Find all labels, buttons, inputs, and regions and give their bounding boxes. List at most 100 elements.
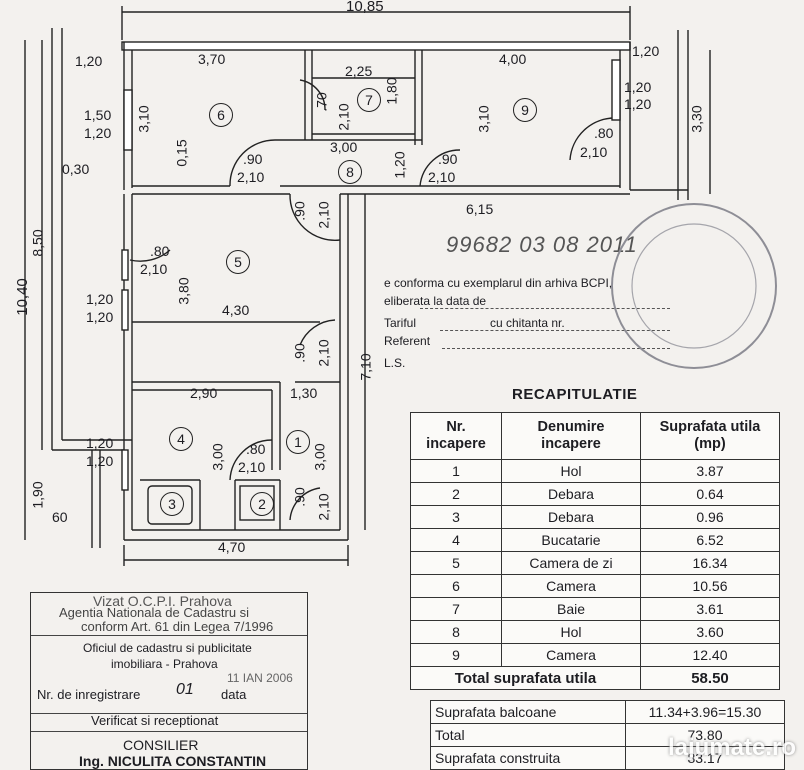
office-viz: Vizat O.C.P.I. Prahova <box>93 593 232 609</box>
stamp-divider <box>440 330 670 331</box>
dim-label: 1,80 <box>383 77 400 105</box>
dim-label: 1,20 <box>624 96 652 112</box>
dim-label: 2,10 <box>580 144 608 160</box>
box-divider <box>31 713 307 714</box>
office-nr-label: Nr. de inregistrare <box>37 687 141 702</box>
office-consilier: CONSILIER <box>123 737 199 753</box>
dim-label: 1,20 <box>624 79 652 95</box>
room-number-8: 8 <box>338 160 362 184</box>
dim-label: 2,90 <box>190 385 218 401</box>
dim-label: 2,10 <box>238 459 266 475</box>
room-number-3: 3 <box>160 492 184 516</box>
stamp-divider <box>442 348 670 349</box>
room-area-cell: 3.60 <box>640 620 780 644</box>
stamp-number: 99682 03 08 2011 <box>446 232 638 257</box>
room-number-5: 5 <box>226 250 250 274</box>
room-name-cell: Camera de zi <box>501 551 641 575</box>
room-name-cell: Camera <box>501 643 641 667</box>
balcoane-label: Suprafata balcoane <box>430 700 626 724</box>
construita-value: 83.17 <box>625 746 785 770</box>
dim-label: .90 <box>438 151 458 167</box>
dim-label: 6,15 <box>466 201 494 217</box>
room-nr-cell: 1 <box>410 459 502 483</box>
dim-label: 2,10 <box>335 103 352 131</box>
dim-label: 3,80 <box>175 277 192 305</box>
total-util-label: Total suprafata utila <box>410 666 641 690</box>
room-name-cell: Hol <box>501 459 641 483</box>
table-row: Suprafata balcoane 11.34+3.96=15.30 <box>430 700 785 724</box>
room-area-cell: 16.34 <box>640 551 780 575</box>
total-util-row: Total suprafata utila 58.50 <box>410 666 780 690</box>
stamp-line: eliberata la data de <box>384 294 487 308</box>
dim-label: 2,10 <box>237 169 265 185</box>
dim-label: 1,20 <box>86 309 114 325</box>
dim-label: 2,10 <box>315 339 332 367</box>
col-header: Denumire incapere <box>501 412 641 460</box>
dim-label: 1,20 <box>632 43 660 59</box>
dim-label: 4,30 <box>222 302 250 318</box>
office-ing: Ing. NICULITA CONSTANTIN <box>79 753 267 769</box>
dim-label: 3,10 <box>135 105 152 133</box>
room-area-cell: 10.56 <box>640 574 780 598</box>
office-verificat: Verificat si receptionat <box>91 713 219 728</box>
dim-label: 2,10 <box>140 261 168 277</box>
dim-label: 1,20 <box>86 435 114 451</box>
dim-label: 3,30 <box>688 105 705 133</box>
dim-label: 4,70 <box>218 539 246 555</box>
col-header: Suprafata utila (mp) <box>640 412 780 460</box>
room-name-cell: Baie <box>501 597 641 621</box>
room-number-6: 6 <box>209 103 233 127</box>
dim-label: 2,10 <box>315 493 332 521</box>
dim-label: 1,20 <box>86 291 114 307</box>
room-nr-cell: 6 <box>410 574 502 598</box>
archive-stamp: 99682 03 08 2011 e conforma cu exemplaru… <box>380 228 690 378</box>
room-nr-cell: 7 <box>410 597 502 621</box>
dim-label: 3,00 <box>330 139 358 155</box>
stamp-line: Referent <box>384 334 431 348</box>
room-area-cell: 3.61 <box>640 597 780 621</box>
room-area-cell: 0.96 <box>640 505 780 529</box>
room-nr-cell: 5 <box>410 551 502 575</box>
stamp-line: L.S. <box>384 356 406 370</box>
overall-height-dim: 10,40 <box>13 278 31 316</box>
box-divider <box>31 731 307 732</box>
dim-label: 0,30 <box>62 161 90 177</box>
room-nr-cell: 2 <box>410 482 502 506</box>
col-header: Nr. incapere <box>410 412 502 460</box>
balcoane-value: 11.34+3.96=15.30 <box>625 700 785 724</box>
dim-label: .90 <box>291 343 308 363</box>
office-data-label: data <box>221 687 247 702</box>
table-row: Suprafata construita 83.17 <box>430 746 785 770</box>
dim-label: 1,50 <box>84 107 112 123</box>
dim-label: 1,20 <box>391 151 408 179</box>
room-name-cell: Camera <box>501 574 641 598</box>
room-number-2: 2 <box>250 492 274 516</box>
recap-table: Nr. incapere Denumire incapere Suprafata… <box>410 412 780 690</box>
recap-summary-table: Suprafata balcoane 11.34+3.96=15.30 Tota… <box>430 700 785 770</box>
dim-label: .70 <box>313 92 330 112</box>
room-name-cell: Debara <box>501 505 641 529</box>
office-conform: conform Art. 61 din Legea 7/1996 <box>81 619 274 634</box>
dim-label: 1,20 <box>84 125 112 141</box>
stamp-line: e conforma cu exemplarul din arhiva BCPI… <box>384 276 613 290</box>
room-area-cell: 0.64 <box>640 482 780 506</box>
round-seal <box>611 203 777 369</box>
watermark: lajumate.ro <box>667 734 796 761</box>
stamp-divider <box>420 308 670 309</box>
dim-label: 4,00 <box>499 51 527 67</box>
room-area-cell: 12.40 <box>640 643 780 667</box>
office-agentia: Agentia Nationala de Cadastru si <box>59 605 250 620</box>
office-oficiul: Oficiul de cadastru si publicitate <box>83 641 252 655</box>
dim-label: 2,10 <box>428 169 456 185</box>
room-number-4: 4 <box>169 427 193 451</box>
overall-width-dim: 10,85 <box>346 0 384 15</box>
